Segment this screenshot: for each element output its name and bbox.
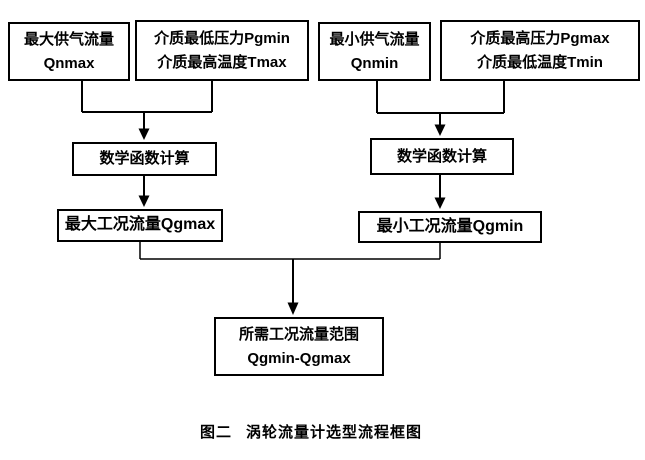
- arrowhead-top-right: [434, 124, 446, 136]
- flow-node-qgmin: 最小工况流量Qgmin: [358, 211, 542, 243]
- flow-node-result-range: 所需工况流量范围 Qgmin-Qgmax: [214, 317, 384, 376]
- flow-node-qnmin: 最小供气流量 Qnmin: [318, 22, 431, 81]
- node-label-line: Qgmin-Qgmax: [247, 349, 351, 367]
- node-label-line: 介质最高温度Tmax: [157, 53, 287, 71]
- figure-number: 图二: [199, 424, 232, 441]
- flow-node-pgmin-tmax: 介质最低压力Pgmin 介质最高温度Tmax: [135, 20, 309, 81]
- connector-top-right-bracket: [376, 80, 505, 114]
- figure-caption: 图二涡轮流量计选型流程框图: [0, 421, 622, 442]
- node-label-line: 最大工况流量Qgmax: [64, 216, 216, 234]
- arrowhead-top-left: [138, 128, 150, 140]
- node-label-line: 介质最低温度Tmin: [477, 53, 603, 71]
- arrowhead-bottom: [287, 302, 299, 315]
- arrowhead-mid-right: [434, 197, 446, 209]
- node-label-line: Qnmin: [350, 54, 399, 72]
- flow-node-pgmax-tmin: 介质最高压力Pgmax 介质最低温度Tmin: [440, 20, 640, 81]
- connector-top-left-bracket: [81, 80, 213, 113]
- connector-bottom-bracket: [139, 242, 441, 260]
- flow-node-math-calc-right: 数学函数计算: [370, 138, 514, 175]
- node-label-line: 最大供气流量: [23, 31, 114, 49]
- node-label-line: 数学函数计算: [396, 147, 487, 165]
- flow-node-qgmax: 最大工况流量Qgmax: [57, 209, 223, 242]
- node-label-line: 介质最高压力Pgmax: [470, 30, 610, 48]
- node-label-line: 数学函数计算: [99, 150, 190, 168]
- arrowhead-mid-left: [138, 195, 150, 207]
- node-label-line: 最小供气流量: [329, 31, 420, 49]
- node-label-line: 所需工况流量范围: [238, 326, 359, 344]
- figure-title: 涡轮流量计选型流程框图: [246, 424, 423, 441]
- node-label-line: 最小工况流量Qgmin: [376, 217, 524, 235]
- flow-node-math-calc-left: 数学函数计算: [72, 142, 217, 176]
- node-label-line: 介质最低压力Pgmin: [154, 30, 290, 48]
- flow-node-qnmax: 最大供气流量 Qnmax: [8, 22, 130, 81]
- node-label-line: Qnmax: [43, 54, 95, 72]
